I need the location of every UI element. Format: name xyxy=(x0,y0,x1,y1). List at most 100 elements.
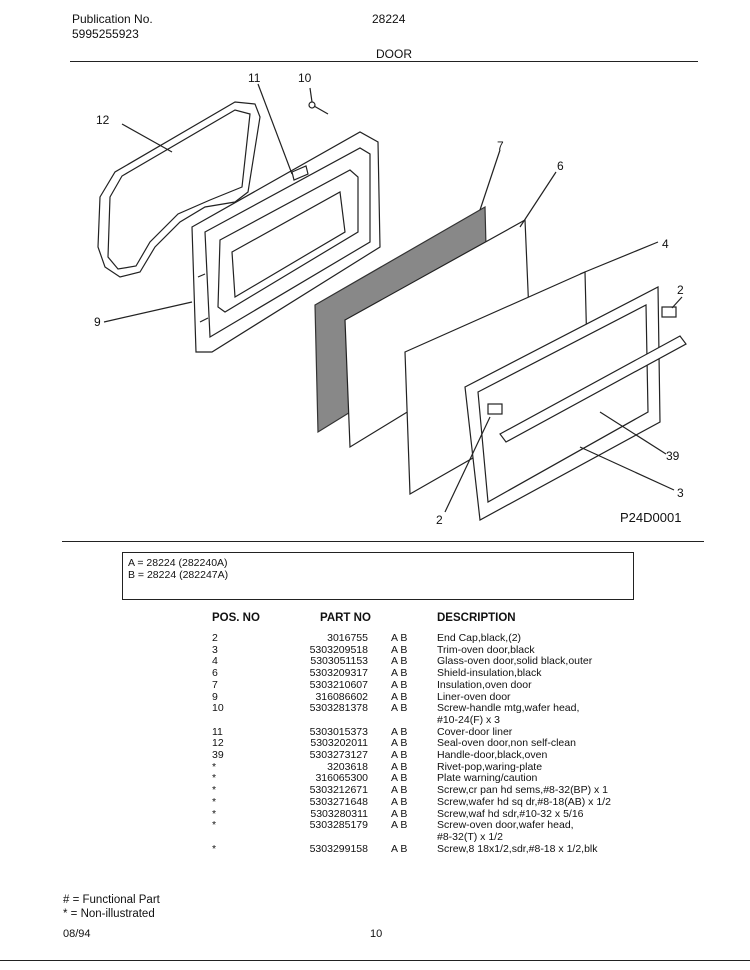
model-cell: A B xyxy=(391,749,408,761)
header-pos-no: POS. NO xyxy=(212,612,260,624)
pos-cell: 6 xyxy=(212,667,218,680)
pos-cell: * xyxy=(212,842,217,855)
description-cell: Screw,waf hd sdr,#10-32 x 5/16 xyxy=(437,807,584,820)
part-no-cell: 5303299158 xyxy=(309,842,368,855)
callout-2-bottom: 2 xyxy=(436,513,443,527)
part-no-cell: 5303281378 xyxy=(309,702,368,715)
part-no-cell: 5303209317 xyxy=(309,667,368,680)
footer-date: 08/94 xyxy=(63,928,91,940)
model-cell: A B xyxy=(391,690,408,703)
model-cell: A B xyxy=(391,807,408,820)
description-cell: Screw-handle mtg,wafer head, xyxy=(437,702,580,715)
table-row: * 5303285179 A B Screw-oven door,wafer head… xyxy=(0,819,750,831)
callout-12: 12 xyxy=(96,113,110,127)
model-cell: A B xyxy=(391,737,408,750)
description-cell: End Cap,black,(2) xyxy=(437,632,522,644)
publication-label: Publication No. xyxy=(72,12,153,26)
description-cell: Cover-door liner xyxy=(437,725,513,738)
table-row: #8-32(T) x 1/2 xyxy=(0,831,750,843)
model-cell: A B xyxy=(391,725,408,738)
pos-cell: 11 xyxy=(212,725,223,738)
pos-cell: * xyxy=(212,760,217,773)
part-no-cell: 3016755 xyxy=(327,632,368,644)
part-no-cell: 5303015373 xyxy=(309,725,368,738)
model-code-box: A = 28224 (282240A) B = 28224 (282247A) xyxy=(122,552,634,600)
note-functional: # = Functional Part xyxy=(63,894,160,906)
publication-number: 5995255923 xyxy=(72,27,139,41)
header-part-no: PART NO xyxy=(320,612,371,624)
table-row: 9 316086602 A B Liner-oven door xyxy=(0,691,750,703)
pos-cell: * xyxy=(212,784,217,797)
pos-cell: 9 xyxy=(212,690,218,703)
table-row: * 3203618 A B Rivet-pop,waring-plate xyxy=(0,761,750,773)
part-no-cell: 5303212671 xyxy=(309,784,368,797)
table-row: #10-24(F) x 3 xyxy=(0,714,750,726)
section-title: DOOR xyxy=(376,47,412,61)
pos-cell: * xyxy=(212,807,217,820)
model-cell: A B xyxy=(391,784,408,797)
table-row: 11 5303015373 A B Cover-door liner xyxy=(0,726,750,738)
pos-cell: * xyxy=(212,772,217,785)
part-no-cell: 5303202011 xyxy=(310,737,368,750)
footer-rule xyxy=(0,960,750,961)
model-cell: A B xyxy=(391,819,408,832)
description-cell: Seal-oven door,non self-clean xyxy=(437,737,576,750)
pos-cell: 12 xyxy=(212,737,224,750)
description-cell: Screw,cr pan hd sems,#8-32(BP) x 1 xyxy=(437,784,608,797)
callout-39: 39 xyxy=(666,449,680,463)
callout-4: 4 xyxy=(662,237,669,251)
part-no-cell: 5303051153 xyxy=(310,655,368,668)
end-cap-part xyxy=(661,306,677,318)
description-cell: Liner-oven door xyxy=(437,690,511,703)
part-no-cell: 316065300 xyxy=(315,772,368,785)
door-liner-part xyxy=(191,131,381,353)
callout-10: 10 xyxy=(298,71,312,85)
pos-cell: * xyxy=(212,819,217,832)
part-no-cell: 5303280311 xyxy=(310,807,368,820)
model-cell: A B xyxy=(391,643,408,656)
door-handle-part xyxy=(487,335,687,443)
table-row: 4 5303051153 A B Glass-oven door,solid blac… xyxy=(0,655,750,667)
table-row: * 5303212671 A B Screw,cr pan hd sems,#8-32… xyxy=(0,784,750,796)
table-row: * 5303280311 A B Screw,waf hd sdr,#10-32 x … xyxy=(0,808,750,820)
model-cell: A B xyxy=(391,678,408,691)
model-cell: A B xyxy=(391,655,408,668)
part-no-cell: 3203618 xyxy=(327,760,368,773)
pos-cell: 7 xyxy=(212,678,218,691)
pos-cell: 3 xyxy=(212,643,218,656)
pos-cell: 10 xyxy=(212,702,224,715)
description-cell: Rivet-pop,waring-plate xyxy=(437,760,543,773)
model-code-a: A = 28224 (282240A) xyxy=(128,557,228,569)
description-cell: #10-24(F) x 3 xyxy=(437,713,501,726)
note-non-illustrated: * = Non-illustrated xyxy=(63,908,155,920)
pos-cell: 4 xyxy=(212,655,218,668)
description-cell: #8-32(T) x 1/2 xyxy=(437,830,503,843)
pos-cell: * xyxy=(212,795,217,808)
model-code-b: B = 28224 (282247A) xyxy=(128,569,229,581)
model-cell: A B xyxy=(391,795,408,808)
door-seal-part xyxy=(97,101,261,278)
model-cell: A B xyxy=(391,760,408,773)
part-no-cell: 5303209518 xyxy=(309,643,368,656)
callout-7: 7 xyxy=(497,139,504,153)
model-cell: A B xyxy=(391,632,408,644)
header-rule xyxy=(70,61,698,62)
pos-cell: 39 xyxy=(212,749,224,761)
exploded-door-diagram: 12 11 10 7 6 4 2 9 39 3 2 P24D0001 xyxy=(94,71,687,527)
description-cell: Screw-oven door,wafer head, xyxy=(437,819,574,832)
callout-3: 3 xyxy=(677,486,684,500)
part-no-cell: 316086602 xyxy=(315,690,368,703)
callout-6: 6 xyxy=(557,159,564,173)
model-cell: A B xyxy=(391,772,408,785)
description-cell: Glass-oven door,solid black,outer xyxy=(437,655,593,668)
part-no-cell: 5303285179 xyxy=(309,819,368,832)
figure-code: P24D0001 xyxy=(620,510,681,525)
